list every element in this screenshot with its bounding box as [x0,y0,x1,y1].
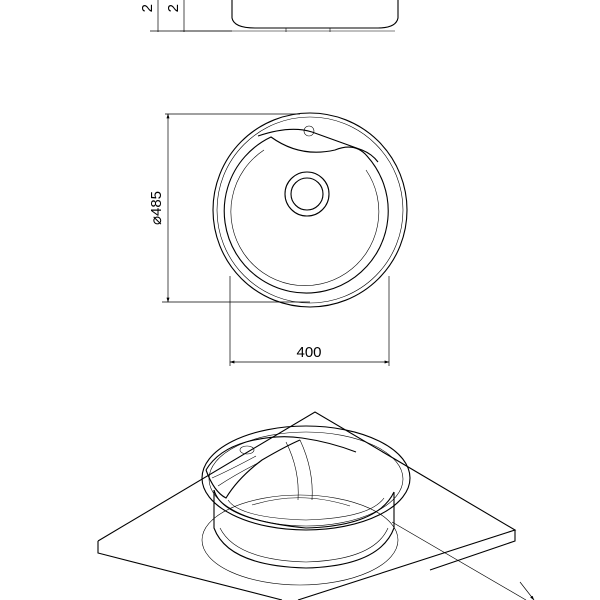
iso-tap-ledge-shade-2 [217,461,261,487]
iso-dimension-line [391,521,527,600]
iso-bowl-body-inner [219,527,389,563]
top-view-drain-inner [290,177,324,211]
iso-dimension-arrow [519,581,535,600]
top-view-bowl-inner-line [230,149,380,286]
iso-bowl-front [213,489,395,529]
top-view-drain-outer [284,171,330,217]
top-view-outer-rim-inner [216,116,404,304]
diameter-label: ⌀485 [148,191,165,225]
iso-tap-ledge [205,436,357,471]
iso-bowl-wall-line [285,441,299,501]
iso-bowl-floor-line [251,497,351,507]
isometric-view [97,411,535,600]
side-dimension-label-2: 2 [165,4,182,12]
iso-tap-hole [239,445,255,455]
tap-hole [303,125,315,137]
countertop-cutout [201,494,399,586]
top-view-bowl-outline [223,136,389,294]
side-view-body-outline [231,0,399,29]
side-dimension-label-1: 2 [139,4,156,12]
iso-sink-outer-rim [201,425,411,531]
top-view: ⌀485 400 [148,112,408,366]
iso-tap-ledge-front [205,439,301,499]
iso-bowl-front-inner [227,497,385,521]
countertop-top-face [97,411,517,600]
iso-tap-ledge-shade [211,455,257,479]
iso-bowl-body [213,490,395,569]
top-view-outer-rim [212,112,408,308]
countertop-front-edge [97,541,283,600]
iso-sink-rim-inner [208,431,404,527]
iso-bowl-wall-line-2 [299,439,313,501]
top-view-tap-ledge [257,128,379,163]
countertop-right-edge [429,530,516,571]
width-label: 400 [296,344,321,361]
side-view: 2 2 [139,0,399,32]
